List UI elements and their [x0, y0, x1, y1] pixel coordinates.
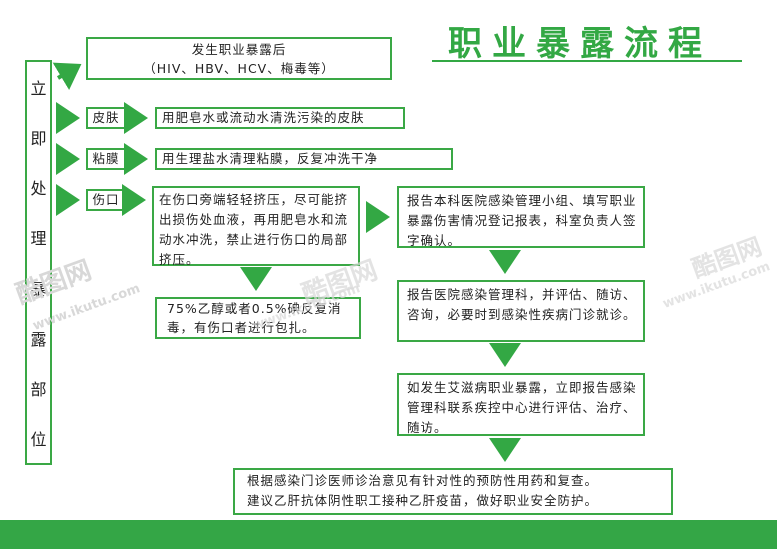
vertical-label-char: 位	[30, 429, 47, 449]
title-underline	[432, 60, 742, 62]
skin-tag-label: 皮肤	[92, 110, 120, 125]
wound-disinfect-text: 75%乙醇或者0.5%碘反复消毒，有伤口者进行包扎。	[167, 301, 342, 335]
skin-action-box: 用肥皂水或流动水清洗污染的皮肤	[155, 107, 405, 129]
vertical-label-char: 部	[30, 379, 47, 399]
report-infection-office-box: 报告医院感染管理科，并评估、随访、咨询，必要时到感染性疾病门诊就诊。	[397, 280, 645, 342]
final-step-box: 根据感染门诊医师诊治意见有针对性的预防性用药和复查。 建议乙肝抗体阴性职工接种乙…	[233, 468, 673, 515]
mucosa-action-text: 用生理盐水清理粘膜，反复冲洗干净	[162, 151, 379, 166]
vertical-label-char: 露	[30, 329, 47, 349]
mucosa-tag-label: 粘膜	[92, 151, 120, 166]
immediate-treatment-label: 立即处理暴露部位	[25, 60, 52, 465]
wound-tag: 伤口	[86, 189, 126, 211]
vertical-label-char: 处	[30, 179, 47, 199]
exposure-pathogens-line: （HIV、HBV、HCV、梅毒等）	[143, 61, 335, 76]
wound-tag-label: 伤口	[92, 192, 120, 207]
wound-squeeze-box: 在伤口旁端轻轻挤压，尽可能挤出损伤处血液，再用肥皂水和流动水冲洗，禁止进行伤口的…	[152, 186, 360, 267]
mucosa-action-box: 用生理盐水清理粘膜，反复冲洗干净	[155, 148, 453, 170]
exposure-occurred-line1: 发生职业暴露后	[191, 42, 287, 57]
vertical-label-char: 即	[30, 129, 47, 149]
report-dept-box: 报告本科医院感染管理小组、填写职业暴露伤害情况登记报表，科室负责人签字确认。	[397, 186, 645, 248]
hiv-exposure-text: 如发生艾滋病职业暴露，立即报告感染管理科联系疾控中心进行评估、治疗、随访。	[407, 380, 637, 435]
arrow-to-top-box	[52, 62, 82, 91]
skin-tag: 皮肤	[86, 107, 126, 129]
vertical-label-char: 暴	[30, 279, 47, 299]
hiv-exposure-box: 如发生艾滋病职业暴露，立即报告感染管理科联系疾控中心进行评估、治疗、随访。	[397, 373, 645, 436]
final-step-line1: 根据感染门诊医师诊治意见有针对性的预防性用药和复查。	[247, 473, 599, 488]
final-step-line2: 建议乙肝抗体阴性职工接种乙肝疫苗，做好职业安全防护。	[247, 493, 599, 508]
wound-disinfect-box: 75%乙醇或者0.5%碘反复消毒，有伤口者进行包扎。	[155, 297, 361, 339]
page-title: 职业暴露流程	[448, 24, 712, 64]
vertical-label-char: 理	[30, 229, 47, 249]
report-dept-text: 报告本科医院感染管理小组、填写职业暴露伤害情况登记报表，科室负责人签字确认。	[407, 193, 637, 248]
skin-action-text: 用肥皂水或流动水清洗污染的皮肤	[162, 110, 365, 125]
report-infection-office-text: 报告医院感染管理科，并评估、随访、咨询，必要时到感染性疾病门诊就诊。	[407, 287, 637, 322]
exposure-occurred-box: 发生职业暴露后 （HIV、HBV、HCV、梅毒等）	[86, 37, 392, 80]
wound-squeeze-text: 在伤口旁端轻轻挤压，尽可能挤出损伤处血液，再用肥皂水和流动水冲洗，禁止进行伤口的…	[159, 192, 349, 267]
mucosa-tag: 粘膜	[86, 148, 126, 170]
footer-band	[0, 520, 777, 549]
vertical-label-char: 立	[30, 79, 47, 98]
